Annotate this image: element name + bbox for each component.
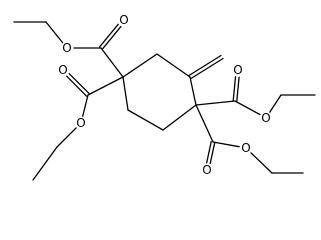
bond-C1-cA-7 (100, 47, 124, 78)
bond-C4-C5-3 (162, 104, 197, 131)
bond-oBs-eB1-15 (56, 127, 77, 148)
oxygen-atom-label: O (62, 41, 71, 55)
oxygen-atom-label: O (233, 63, 242, 77)
bond-eB1-eB2-16 (32, 146, 58, 181)
bond-C1-C2-0 (122, 53, 158, 78)
oxygen-atom-label: O (76, 116, 85, 130)
double-bond-cB-oB-13-a (68, 73, 90, 95)
bond-C2-C3-1 (156, 53, 191, 78)
bond-cB-oBs-14 (82, 94, 89, 117)
double-bond-C3-CH2-6-a (190, 57, 224, 80)
double-bond-C3-CH2-6-b (188, 54, 222, 77)
bond-C4-cC-17 (195, 100, 236, 106)
double-bond-cA-oA-8-a (101, 25, 122, 50)
oxygen-atom-label: O (58, 63, 67, 77)
bond-C5-C6-4 (127, 109, 164, 131)
bond-oCs-eC1-20 (269, 94, 282, 113)
bond-C1-cB-12 (87, 76, 124, 96)
double-bond-cD-oD-23-a (206, 140, 212, 164)
double-bond-cC-oC-18-b (232, 76, 237, 102)
oxygen-atom-label: O (241, 141, 250, 155)
bond-cD-oDs-24 (212, 141, 240, 148)
bond-C6-C1-5 (122, 76, 129, 111)
bond-oDs-eD1-25 (250, 152, 273, 174)
double-bond-cA-oA-8-b (98, 23, 119, 48)
double-bond-cB-oB-13-b (66, 75, 88, 97)
double-bond-cD-oD-23-b (209, 141, 216, 165)
bond-C3-C4-2 (189, 76, 197, 106)
bond-layer (13, 21, 316, 181)
oxygen-atom-label: O (202, 163, 211, 177)
oxygen-atom-label: O (261, 111, 270, 125)
bond-oAs-eA1-10 (45, 21, 64, 44)
oxygen-atom-label: O (119, 13, 128, 27)
bond-cC-oCs-19 (234, 100, 261, 116)
bond-C4-cD-22 (195, 104, 214, 143)
double-bond-cC-oC-18-a (236, 76, 240, 102)
